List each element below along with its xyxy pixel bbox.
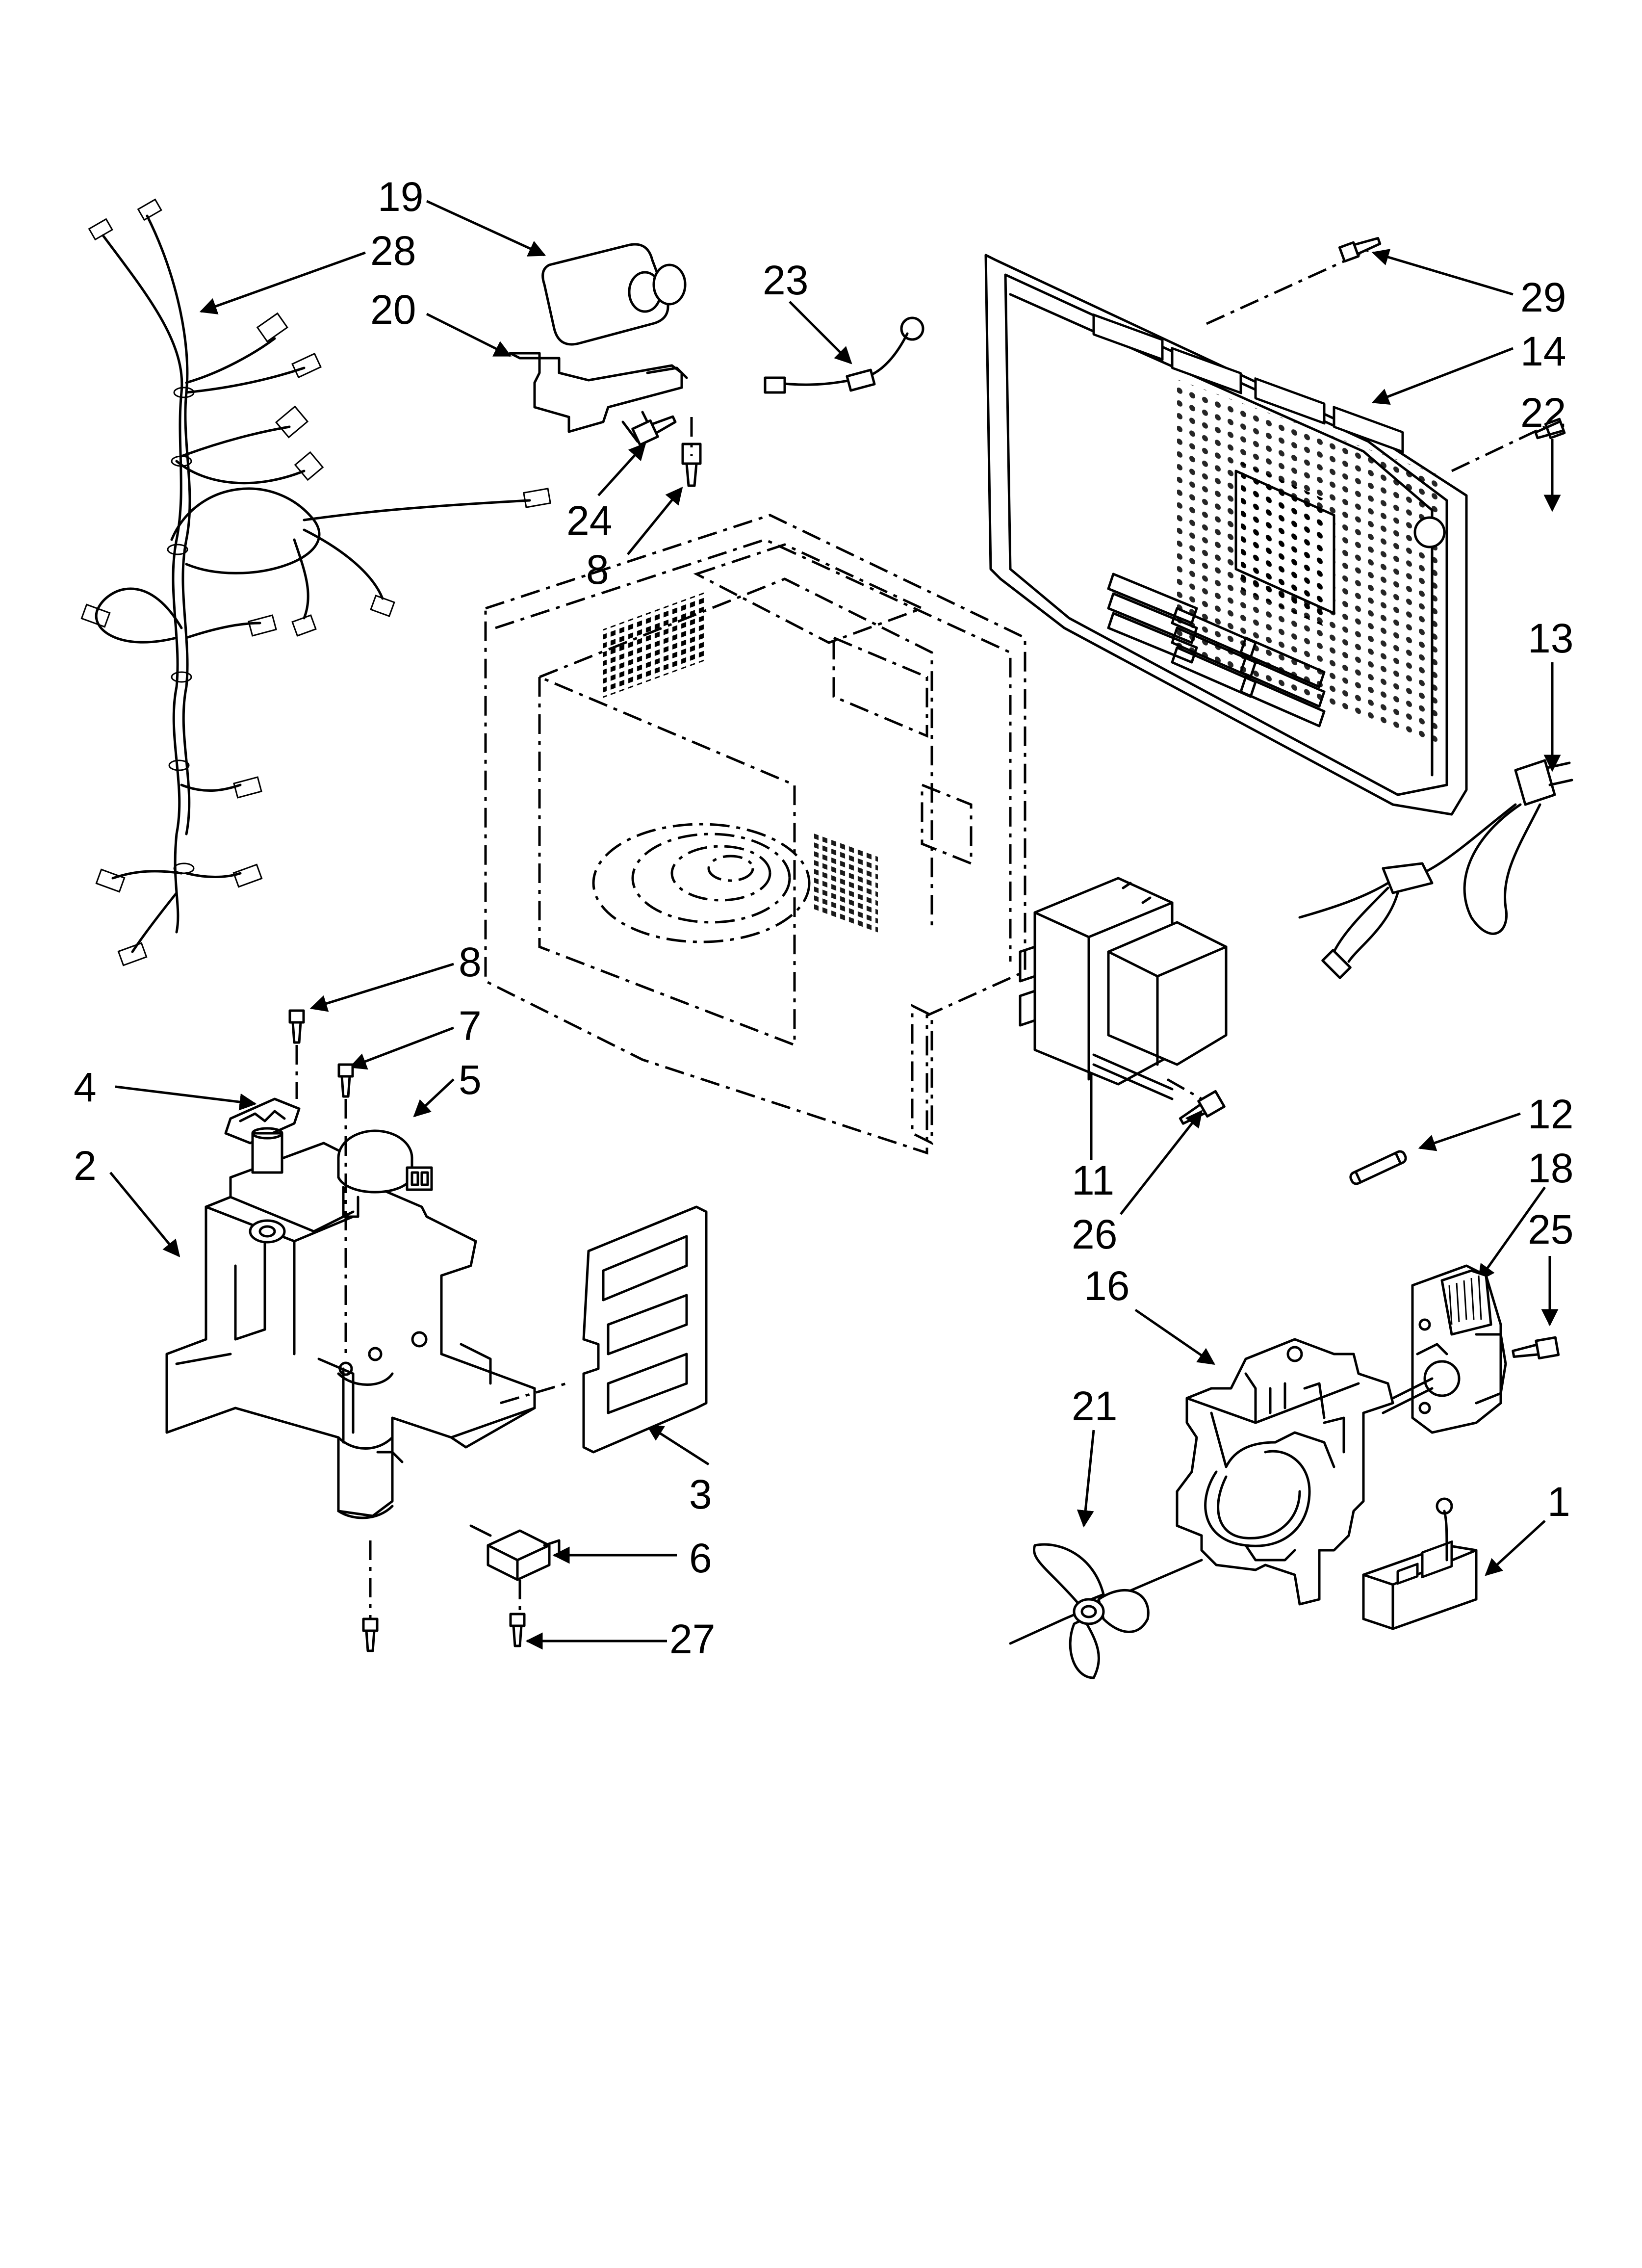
callout-28: 28 <box>370 228 416 274</box>
callout-4: 4 <box>74 1064 97 1110</box>
callout-6: 6 <box>689 1535 712 1581</box>
cover-plate <box>582 1205 708 1454</box>
drive-motor <box>337 1129 433 1218</box>
thermal-cutout <box>224 1097 301 1174</box>
callout-23: 23 <box>763 257 808 303</box>
screw <box>1512 1336 1560 1360</box>
power-cord <box>1298 759 1573 979</box>
door-interlock-bracket <box>165 1142 536 1519</box>
fuse <box>1349 1150 1407 1185</box>
capacitor-bracket <box>509 352 688 443</box>
magnetron <box>1019 877 1228 1100</box>
callout-labels: 19 28 20 23 29 14 22 24 8 13 8 7 5 4 2 1… <box>74 174 1573 1662</box>
circuit-board <box>1362 1497 1478 1630</box>
callout-20: 20 <box>370 287 416 333</box>
callout-29: 29 <box>1520 274 1566 320</box>
cabinet-outline <box>484 514 1026 1155</box>
callout-5: 5 <box>459 1057 482 1103</box>
callout-27: 27 <box>669 1616 715 1662</box>
callout-2: 2 <box>74 1143 97 1189</box>
callout-26: 26 <box>1072 1211 1117 1257</box>
callout-1: 1 <box>1547 1479 1570 1525</box>
callout-19: 19 <box>378 174 423 220</box>
fan-shroud <box>1176 1338 1394 1606</box>
fan-motor <box>1382 1264 1507 1434</box>
air-duct <box>984 249 1546 816</box>
callout-8-lower: 8 <box>459 939 482 985</box>
callout-3: 3 <box>689 1471 712 1517</box>
callout-11: 11 <box>1072 1157 1114 1203</box>
callout-21: 21 <box>1072 1383 1117 1429</box>
leader-arrows <box>109 200 1561 1650</box>
switch <box>469 1524 561 1581</box>
screw <box>631 237 1566 487</box>
capacitor <box>541 243 687 346</box>
callout-14: 14 <box>1520 328 1566 374</box>
screw <box>288 1009 567 1652</box>
callout-16: 16 <box>1084 1263 1129 1309</box>
callout-18: 18 <box>1528 1145 1573 1191</box>
callout-13: 13 <box>1528 615 1573 661</box>
callout-12: 12 <box>1528 1091 1573 1137</box>
thermal-fuse <box>764 316 924 394</box>
callout-24: 24 <box>566 497 612 544</box>
wire-harness <box>80 198 551 966</box>
callout-7: 7 <box>459 1003 482 1049</box>
callout-25: 25 <box>1528 1206 1573 1252</box>
screw <box>1179 1090 1226 1125</box>
fan-blade <box>1009 1543 1203 1679</box>
